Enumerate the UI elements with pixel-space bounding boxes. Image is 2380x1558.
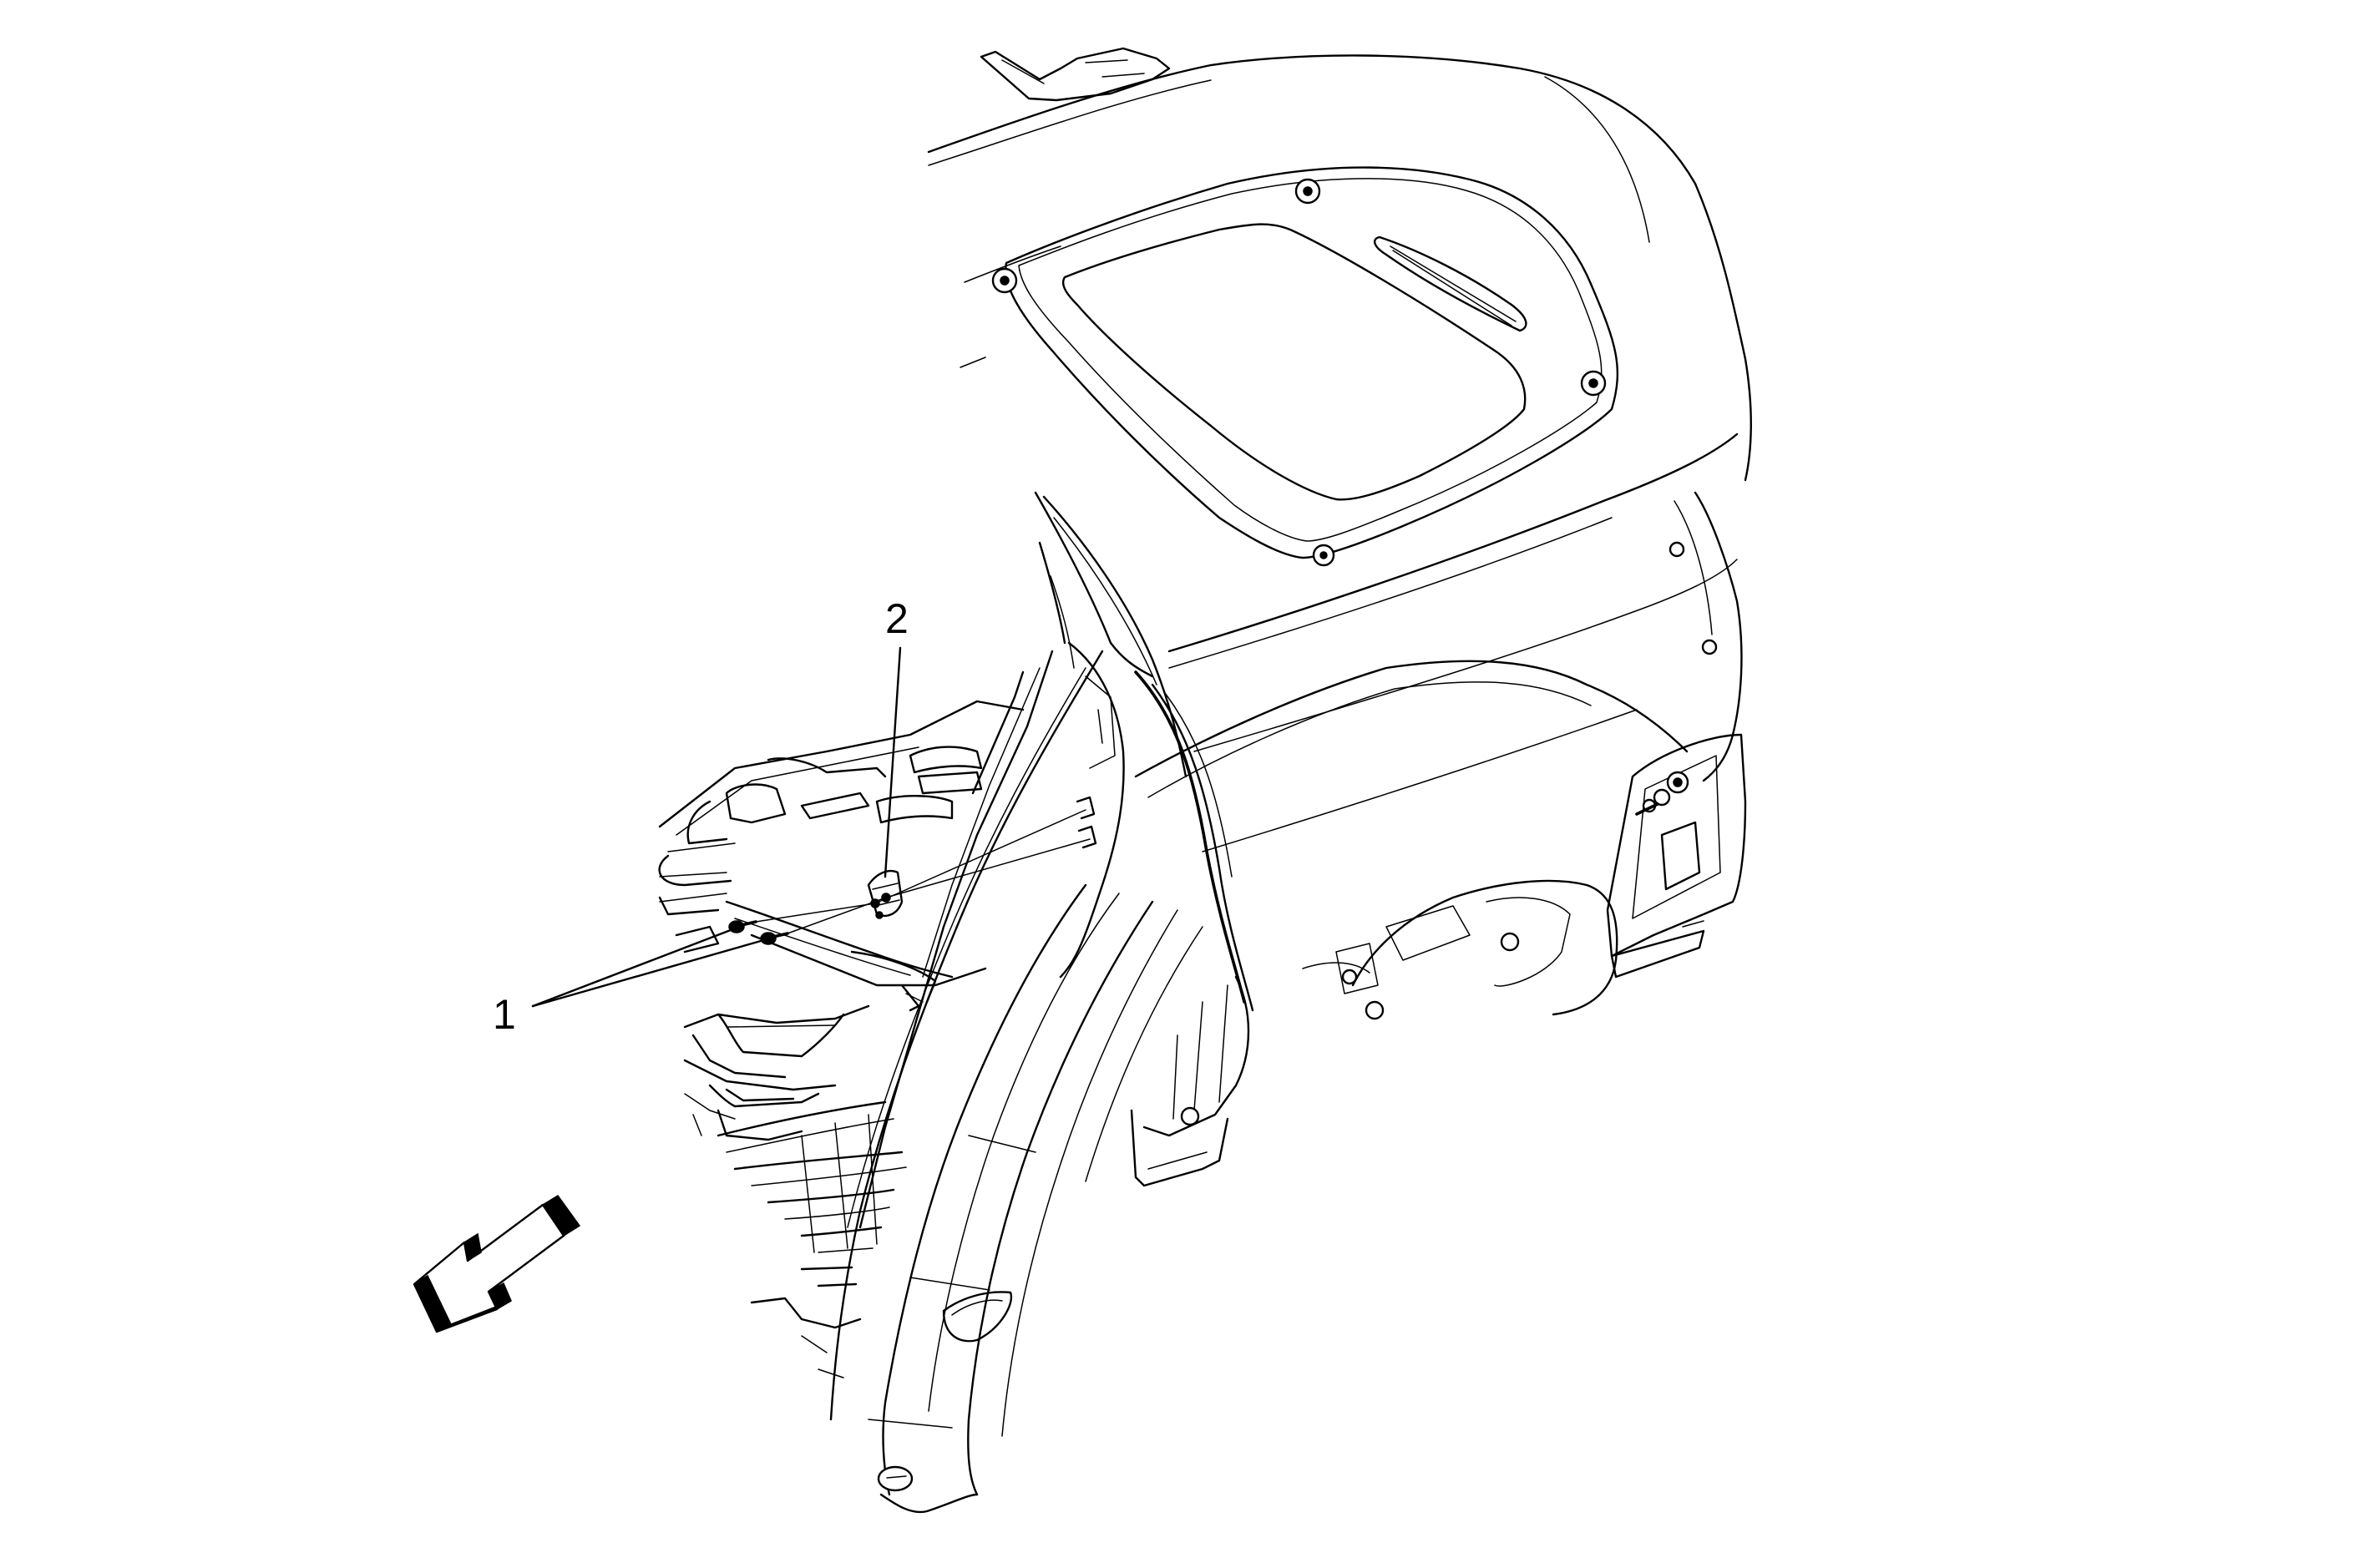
wheel-opening-flare (829, 650, 1203, 1514)
wheel-arch (1130, 660, 1689, 1187)
callout-1: 1 (493, 927, 768, 1038)
callout-2: 2 (884, 595, 909, 878)
bolts (728, 920, 789, 945)
rear-window (991, 166, 1619, 567)
floor-pan (658, 700, 1025, 1378)
body-side-panel (1042, 432, 1747, 979)
callout-1-label: 1 (493, 991, 516, 1038)
callout-2-label: 2 (885, 595, 909, 642)
door-opening-pillar (1034, 491, 1254, 1012)
roof-panel (927, 47, 1752, 482)
front-direction-arrow-icon (413, 1194, 581, 1333)
exploded-view-lines (755, 796, 1097, 934)
